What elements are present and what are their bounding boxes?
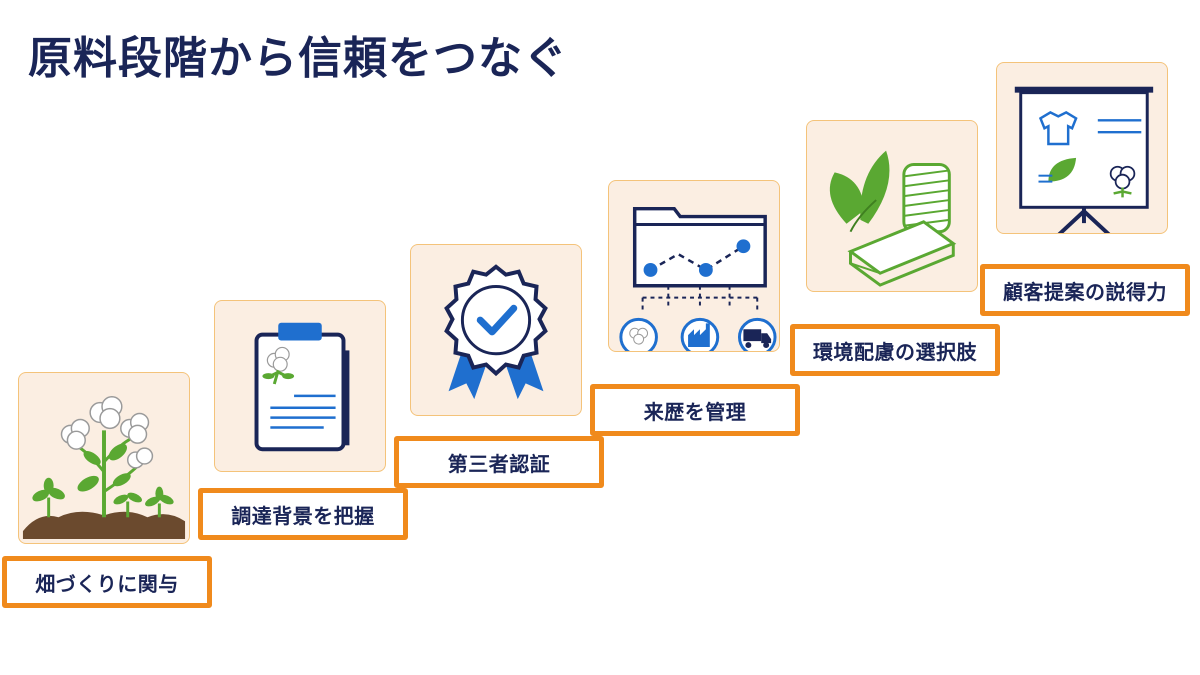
leaf-fabric-yarn-icon — [829, 150, 957, 287]
step-4-card — [608, 180, 780, 352]
step-5-card — [806, 120, 978, 292]
step-3-card — [410, 244, 582, 416]
step-5-label: 環境配慮の選択肢 — [790, 324, 1000, 376]
step-1-label: 畑づくりに関与 — [2, 556, 212, 608]
cotton-plants-soil-icon — [22, 395, 186, 540]
page-title: 原料段階から信頼をつなぐ — [28, 33, 568, 84]
step-2-label: 調達背景を把握 — [198, 488, 408, 540]
step-1-card — [18, 372, 190, 544]
step-3-label: 第三者認証 — [394, 436, 604, 488]
step-2-card — [214, 300, 386, 472]
step-6-card — [996, 62, 1168, 234]
traceability-folder-icon — [619, 206, 777, 351]
presentation-board-icon — [1014, 86, 1154, 233]
step-6-label: 顧客提案の説得力 — [980, 264, 1190, 316]
certification-badge-icon — [444, 264, 548, 400]
clipboard-cotton-icon — [254, 322, 350, 452]
step-4-label: 来歴を管理 — [590, 384, 800, 436]
